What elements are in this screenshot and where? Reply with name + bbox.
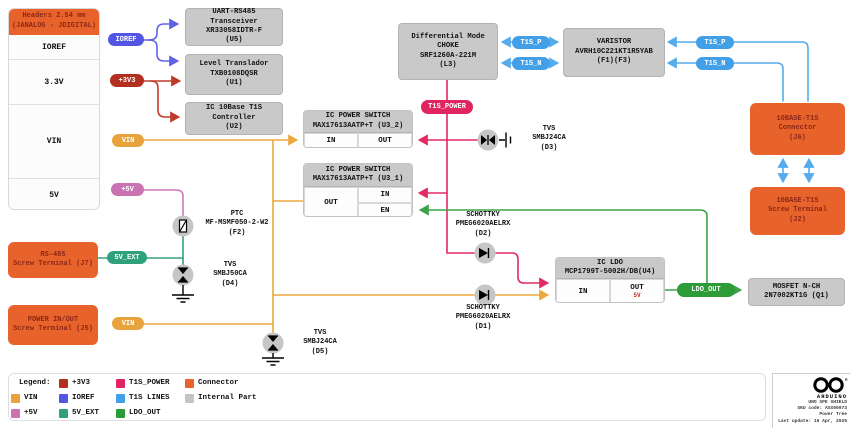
header-row-3v3: 3.3V: [9, 59, 99, 104]
p3v3-net-lines: [143, 75, 182, 123]
ioref-net-lines: [143, 18, 180, 67]
legend-swatch-vin: [11, 393, 20, 403]
u4-in-pin: IN: [556, 279, 610, 302]
u3-2-in-pin: IN: [304, 133, 358, 147]
schottky-diode-icon-d1: [474, 284, 496, 306]
header-row-ioref: IOREF: [9, 35, 99, 59]
legend-swatch-connector: [185, 378, 194, 388]
legend-swatch-5v-ext: [59, 408, 68, 418]
legend: Legend: +3V3 VIN +5V IOREF 5V_EXT T1S_PO…: [8, 373, 766, 421]
block-choke-l3: Differential Mode CHOKE SRF1260A-221M (L…: [398, 23, 498, 80]
legend-item-connector: Connector: [185, 378, 239, 388]
pill-vin: VIN: [112, 134, 144, 147]
legend-swatch-ldo-out: [116, 408, 125, 418]
u4-out-label: OUT: [630, 284, 644, 292]
arduino-logo-icon: ®: [813, 377, 848, 393]
block-t1s-controller-u2: IC 10Base T1S Controller (U2): [185, 102, 283, 135]
label-tvs-d3: TVS SMBJ24CA (D3): [532, 125, 566, 152]
pill-t1s-p-mid: T1S_P: [512, 36, 550, 49]
schottky-diode-icon-d2: [474, 242, 496, 264]
legend-swatch-ioref: [59, 393, 68, 403]
tvs-diode-icon-d4: [172, 264, 194, 303]
footer-info: UNO SPE SHIELD SKU code: ASX00073 Power …: [778, 400, 847, 424]
block-power-switch-u3-1: IC POWER SWITCH MAX17613AATP+T (U3_1) OU…: [303, 163, 413, 217]
block-uart-rs485-u5: UART-RS485 Transceiver XR33058IDTR-F (U5…: [185, 8, 283, 46]
vin-net-lines: [141, 134, 550, 334]
svg-text:®: ®: [845, 378, 848, 383]
pill-t1s-p-right: T1S_P: [696, 36, 734, 49]
u4-out-pin: OUT 5V: [610, 279, 664, 302]
block-ldo-u4: IC LDO MCP1799T-5002H/DB(U4) IN OUT 5V: [555, 257, 665, 303]
tvs-diode-icon-d3: [477, 129, 512, 151]
block-t1s-connector-j6: 10BASE-T1S Connector (J6): [750, 103, 845, 155]
power-switch-u3-1-title: IC POWER SWITCH MAX17613AATP+T (U3_1): [304, 164, 412, 187]
headers-table: Headers 2.54 mm (JANALOG - JDIGITAL) IOR…: [8, 8, 100, 210]
pill-t1s-power: T1S_POWER: [421, 100, 473, 114]
label-schottky-d1: SCHOTTKY PMEG6020AELRX (D1): [455, 304, 511, 331]
pill-t1s-n-right: T1S_N: [696, 57, 734, 70]
u3-1-in-pin: IN: [358, 187, 412, 203]
legend-item-ioref: IOREF: [59, 393, 95, 403]
power-switch-u3-2-title: IC POWER SWITCH MAX17613AATP+T (U3_2): [304, 111, 412, 133]
label-ptc-f2: PTC MF-MSMF050-2-W2 (F2): [205, 210, 269, 237]
label-tvs-d5: TVS SMBJ24CA (D5): [303, 329, 337, 356]
legend-item-vin: VIN: [11, 393, 38, 403]
pill-t1s-n-mid: T1S_N: [512, 57, 550, 70]
u3-1-out-pin: OUT: [304, 187, 359, 216]
legend-item-t1s-lines: T1S LINES: [116, 393, 170, 403]
block-power-terminal-j5: POWER IN/OUT Screw Terminal (J5): [8, 305, 98, 345]
arduino-brand-name: ARDUINO: [816, 393, 847, 400]
legend-item-t1s-power: T1S_POWER: [116, 378, 170, 388]
legend-swatch-internal-part: [185, 393, 194, 403]
brand-block: ® ARDUINO UNO SPE SHIELD SKU code: ASX00…: [772, 373, 850, 428]
legend-swatch-3v3: [59, 378, 68, 388]
u4-out-voltage: 5V: [633, 292, 641, 299]
legend-item-3v3: +3V3: [59, 378, 90, 388]
legend-item-5v-ext: 5V_EXT: [59, 408, 99, 418]
block-power-switch-u3-2: IC POWER SWITCH MAX17613AATP+T (U3_2) IN…: [303, 110, 413, 148]
tvs-diode-icon-d5: [262, 332, 284, 366]
pill-ioref: IOREF: [108, 33, 144, 46]
legend-item-internal-part: Internal Part: [185, 393, 257, 403]
legend-swatch-t1s-lines: [116, 393, 125, 403]
pill-vin-j5: VIN: [112, 317, 144, 330]
pill-ldo-out: LDO_OUT: [677, 283, 735, 297]
pill-5v: +5V: [111, 183, 144, 196]
block-level-translator-u1: Level Translador TXB0108DQSR (U1): [185, 54, 283, 95]
legend-swatch-5v: [11, 408, 20, 418]
legend-title: Legend:: [19, 379, 51, 387]
headers-table-title: Headers 2.54 mm (JANALOG - JDIGITAL): [9, 9, 99, 35]
label-schottky-d2: SCHOTTKY PMEG6020AELRX (D2): [455, 211, 511, 238]
block-varistor-f1-f3: VARISTOR AVRH10C221KT1R5YAB (F1)(F3): [563, 28, 665, 77]
u3-2-out-pin: OUT: [358, 133, 412, 147]
block-t1s-terminal-j2: 10BASE-T1S Screw Terminal (J2): [750, 187, 845, 235]
legend-item-ldo-out: LDO_OUT: [116, 408, 161, 418]
u3-1-en-pin: EN: [358, 203, 412, 216]
ldo-u4-title: IC LDO MCP1799T-5002H/DB(U4): [556, 258, 664, 279]
legend-item-5v: +5V: [11, 408, 38, 418]
ptc-fuse-icon-f2: [172, 215, 194, 237]
pill-3v3: +3V3: [110, 74, 144, 87]
pill-5v-ext: 5V_EXT: [107, 251, 147, 264]
legend-swatch-t1s-power: [116, 378, 125, 388]
label-tvs-d4: TVS SMBJ50CA (D4): [213, 261, 247, 288]
header-row-5v: 5V: [9, 178, 99, 209]
block-rs485-terminal-j7: RS-485 Screw Terminal (J7): [8, 242, 98, 278]
block-mosfet-q1: MOSFET N-CH 2N7002KT1G (Q1): [748, 278, 845, 306]
p5v-net-lines: [143, 189, 184, 217]
header-row-vin: VIN: [9, 104, 99, 178]
